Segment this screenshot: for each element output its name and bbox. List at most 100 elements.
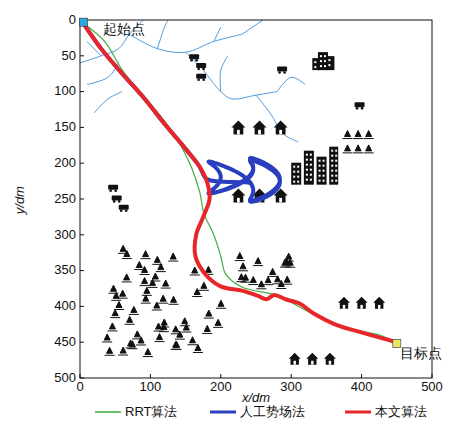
tree-icon [129, 306, 139, 314]
building-window [323, 165, 325, 167]
building-window [310, 169, 312, 171]
building-window [319, 165, 321, 167]
x-tick [220, 374, 221, 378]
legend-text: 人工势场法 [240, 405, 305, 419]
vehicle-wheel [109, 189, 112, 192]
tree-icon [216, 300, 226, 308]
start-label: 起始点 [103, 22, 145, 37]
building-window [310, 159, 312, 161]
x-tick-label: 200 [210, 380, 232, 394]
tree-icon [143, 349, 153, 357]
building-window [335, 180, 337, 182]
house-door [329, 361, 331, 365]
building-window [331, 155, 333, 157]
house-door [258, 130, 261, 135]
tree-icon [127, 341, 137, 349]
legend-line-sample [210, 411, 236, 414]
tree-icon [238, 263, 248, 271]
tree-icon [190, 267, 200, 275]
tree-icon [118, 290, 128, 298]
house-icon [306, 353, 318, 365]
building-window [310, 154, 312, 156]
y-tick-label: 100 [54, 84, 76, 98]
house-door [378, 305, 380, 309]
tree-icon [353, 131, 363, 139]
vehicle-wheel [195, 59, 198, 62]
y-tick [80, 127, 84, 128]
building-window [335, 170, 337, 172]
target-label: 目标点 [400, 346, 442, 361]
building-window [320, 55, 322, 57]
tree-icon [364, 131, 374, 139]
building-window [320, 65, 322, 67]
proposed-path [84, 24, 397, 343]
house-icon [253, 120, 267, 134]
tree-icon [172, 341, 182, 349]
x-tick [432, 374, 433, 378]
y-tick [80, 270, 84, 271]
building-icon [304, 151, 314, 185]
tree-icon [181, 324, 191, 332]
tree-icon [168, 253, 178, 261]
x-tick-label: 300 [280, 380, 302, 394]
tree-icon [175, 331, 185, 339]
building-window [306, 179, 308, 181]
building-window [297, 176, 299, 178]
y-tick [80, 163, 84, 164]
tree-icon [263, 277, 273, 285]
tree-icon [343, 145, 353, 153]
tree-icon [102, 334, 112, 342]
tree-icon [156, 264, 166, 272]
house-icon [289, 353, 301, 365]
building-window [306, 154, 308, 156]
house-door [294, 361, 296, 365]
river-network [80, 20, 305, 142]
building-window [331, 160, 333, 162]
y-tick [80, 55, 84, 56]
tree-icon [253, 258, 263, 266]
river-line [94, 92, 122, 113]
vehicle-wheel [197, 78, 200, 81]
tree-icon [122, 251, 132, 259]
vehicle-wheel [114, 189, 117, 192]
building-window [335, 150, 337, 152]
y-tick-label: 300 [54, 228, 76, 242]
vehicle-wheel [118, 200, 121, 203]
target-marker [393, 340, 401, 348]
tree-icon [110, 310, 120, 318]
tree-icon [193, 344, 203, 352]
building-icon [329, 147, 338, 185]
x-tick [150, 374, 151, 378]
vehicle-icon [189, 54, 199, 59]
river-line [220, 56, 228, 92]
x-tick [80, 374, 81, 378]
tree-icon [204, 310, 214, 318]
tree-icon [105, 347, 115, 355]
start-marker [80, 18, 88, 26]
vehicle-wheel [278, 71, 281, 74]
river-line [157, 20, 168, 49]
tree-icon [364, 145, 374, 153]
x-tick-label: 400 [351, 380, 373, 394]
vehicle-wheel [361, 107, 364, 110]
building-window [328, 64, 330, 66]
y-tick-label: 250 [54, 192, 76, 206]
tree-icon [353, 145, 363, 153]
house-icon [373, 297, 385, 309]
x-tick [291, 374, 292, 378]
building-window [293, 166, 295, 168]
river-line [277, 77, 305, 91]
building-window [323, 180, 325, 182]
vehicle-icon [196, 74, 206, 79]
tree-icon [285, 259, 295, 267]
building-icon [317, 157, 327, 185]
vehicle-wheel [283, 71, 286, 74]
tree-icon [171, 341, 181, 349]
tree-icon [282, 276, 292, 284]
house-door [360, 305, 362, 309]
tree-icon [188, 337, 198, 345]
y-tick [80, 199, 84, 200]
building-window [306, 164, 308, 166]
building-icon [291, 163, 301, 185]
building-icon [312, 58, 319, 70]
